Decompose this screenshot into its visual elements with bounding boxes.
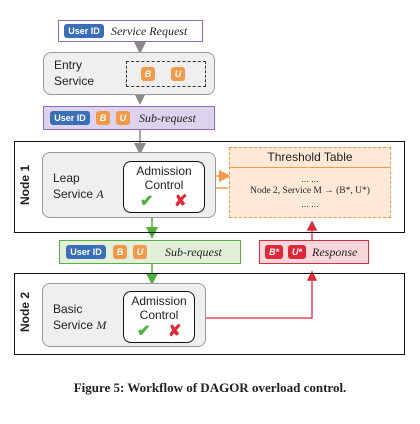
figure-caption: Figure 5: Workflow of DAGOR overload con… xyxy=(73,380,347,395)
basic-service-box: Basic Service M Admission Control ✔ ✘ xyxy=(42,283,206,347)
cross-icon: ✘ xyxy=(174,193,188,210)
basic-service-var: M xyxy=(96,318,107,332)
service-request-box: User ID Service Request xyxy=(58,20,203,42)
sub-request-box-1: User ID B U Sub-request xyxy=(43,106,215,130)
threshold-table-row-3: ... ... xyxy=(301,199,319,209)
admission-control-box-1: Admission Control ✔ ✘ xyxy=(123,161,205,213)
node-2-label: Node 2 xyxy=(18,291,32,332)
leap-service-title-1: Leap xyxy=(53,171,80,185)
badge-b: B xyxy=(141,67,155,81)
admission-control-title-1: Admission xyxy=(136,164,192,178)
leap-service-title-2: Service A xyxy=(53,187,104,202)
basic-service-title-1: Basic xyxy=(53,302,83,316)
admission-control-title-2: Control xyxy=(139,308,179,322)
basic-service-word: Service xyxy=(53,318,94,332)
entry-service-title-1: Entry xyxy=(54,58,83,72)
entry-params-dashed-box: B U xyxy=(126,61,206,87)
admission-control-title-2: Control xyxy=(144,178,184,192)
sub-request-box-2: User ID B U Sub-request xyxy=(59,240,241,264)
arrow-response-path xyxy=(206,270,318,319)
node-1-frame xyxy=(14,141,405,233)
response-label: Response xyxy=(312,245,358,259)
admission-control-title-1: Admission xyxy=(131,294,187,308)
threshold-table: Threshold Table ... ... Node 2, Service … xyxy=(229,147,391,218)
check-icon: ✔ xyxy=(140,193,154,210)
node-1-label: Node 1 xyxy=(18,164,32,205)
leap-service-var: A xyxy=(96,187,104,201)
check-icon: ✔ xyxy=(137,323,151,340)
user-id-badge: User ID xyxy=(64,24,104,38)
badge-u: U xyxy=(171,67,185,81)
badge-b: B xyxy=(96,111,110,125)
admission-control-box-2: Admission Control ✔ ✘ xyxy=(123,291,195,343)
threshold-table-row-1: ... ... xyxy=(301,174,319,184)
badge-u: U xyxy=(133,245,147,259)
leap-service-word: Service xyxy=(53,187,94,201)
service-request-label: Service Request xyxy=(111,24,188,38)
entry-service-box: Entry Service B U xyxy=(43,52,215,95)
user-id-badge: User ID xyxy=(66,245,106,259)
badge-u-star: U* xyxy=(288,245,306,259)
node-2-frame xyxy=(14,273,405,355)
threshold-table-row-2: Node 2, Service M → (B*, U*) xyxy=(250,186,370,196)
sub-request-label: Sub-request xyxy=(139,111,196,125)
badge-b-star: B* xyxy=(265,245,283,259)
response-box: B* U* Response xyxy=(259,240,369,264)
leap-service-box: Leap Service A Admission Control ✔ ✘ xyxy=(42,152,216,218)
badge-b: B xyxy=(113,245,127,259)
threshold-table-title: Threshold Table xyxy=(230,150,390,168)
badge-u: U xyxy=(116,111,130,125)
entry-service-title-2: Service xyxy=(54,74,95,88)
user-id-badge: User ID xyxy=(50,111,90,125)
basic-service-title-2: Service M xyxy=(53,318,106,333)
sub-request-label: Sub-request xyxy=(165,245,222,259)
cross-icon: ✘ xyxy=(168,323,182,340)
